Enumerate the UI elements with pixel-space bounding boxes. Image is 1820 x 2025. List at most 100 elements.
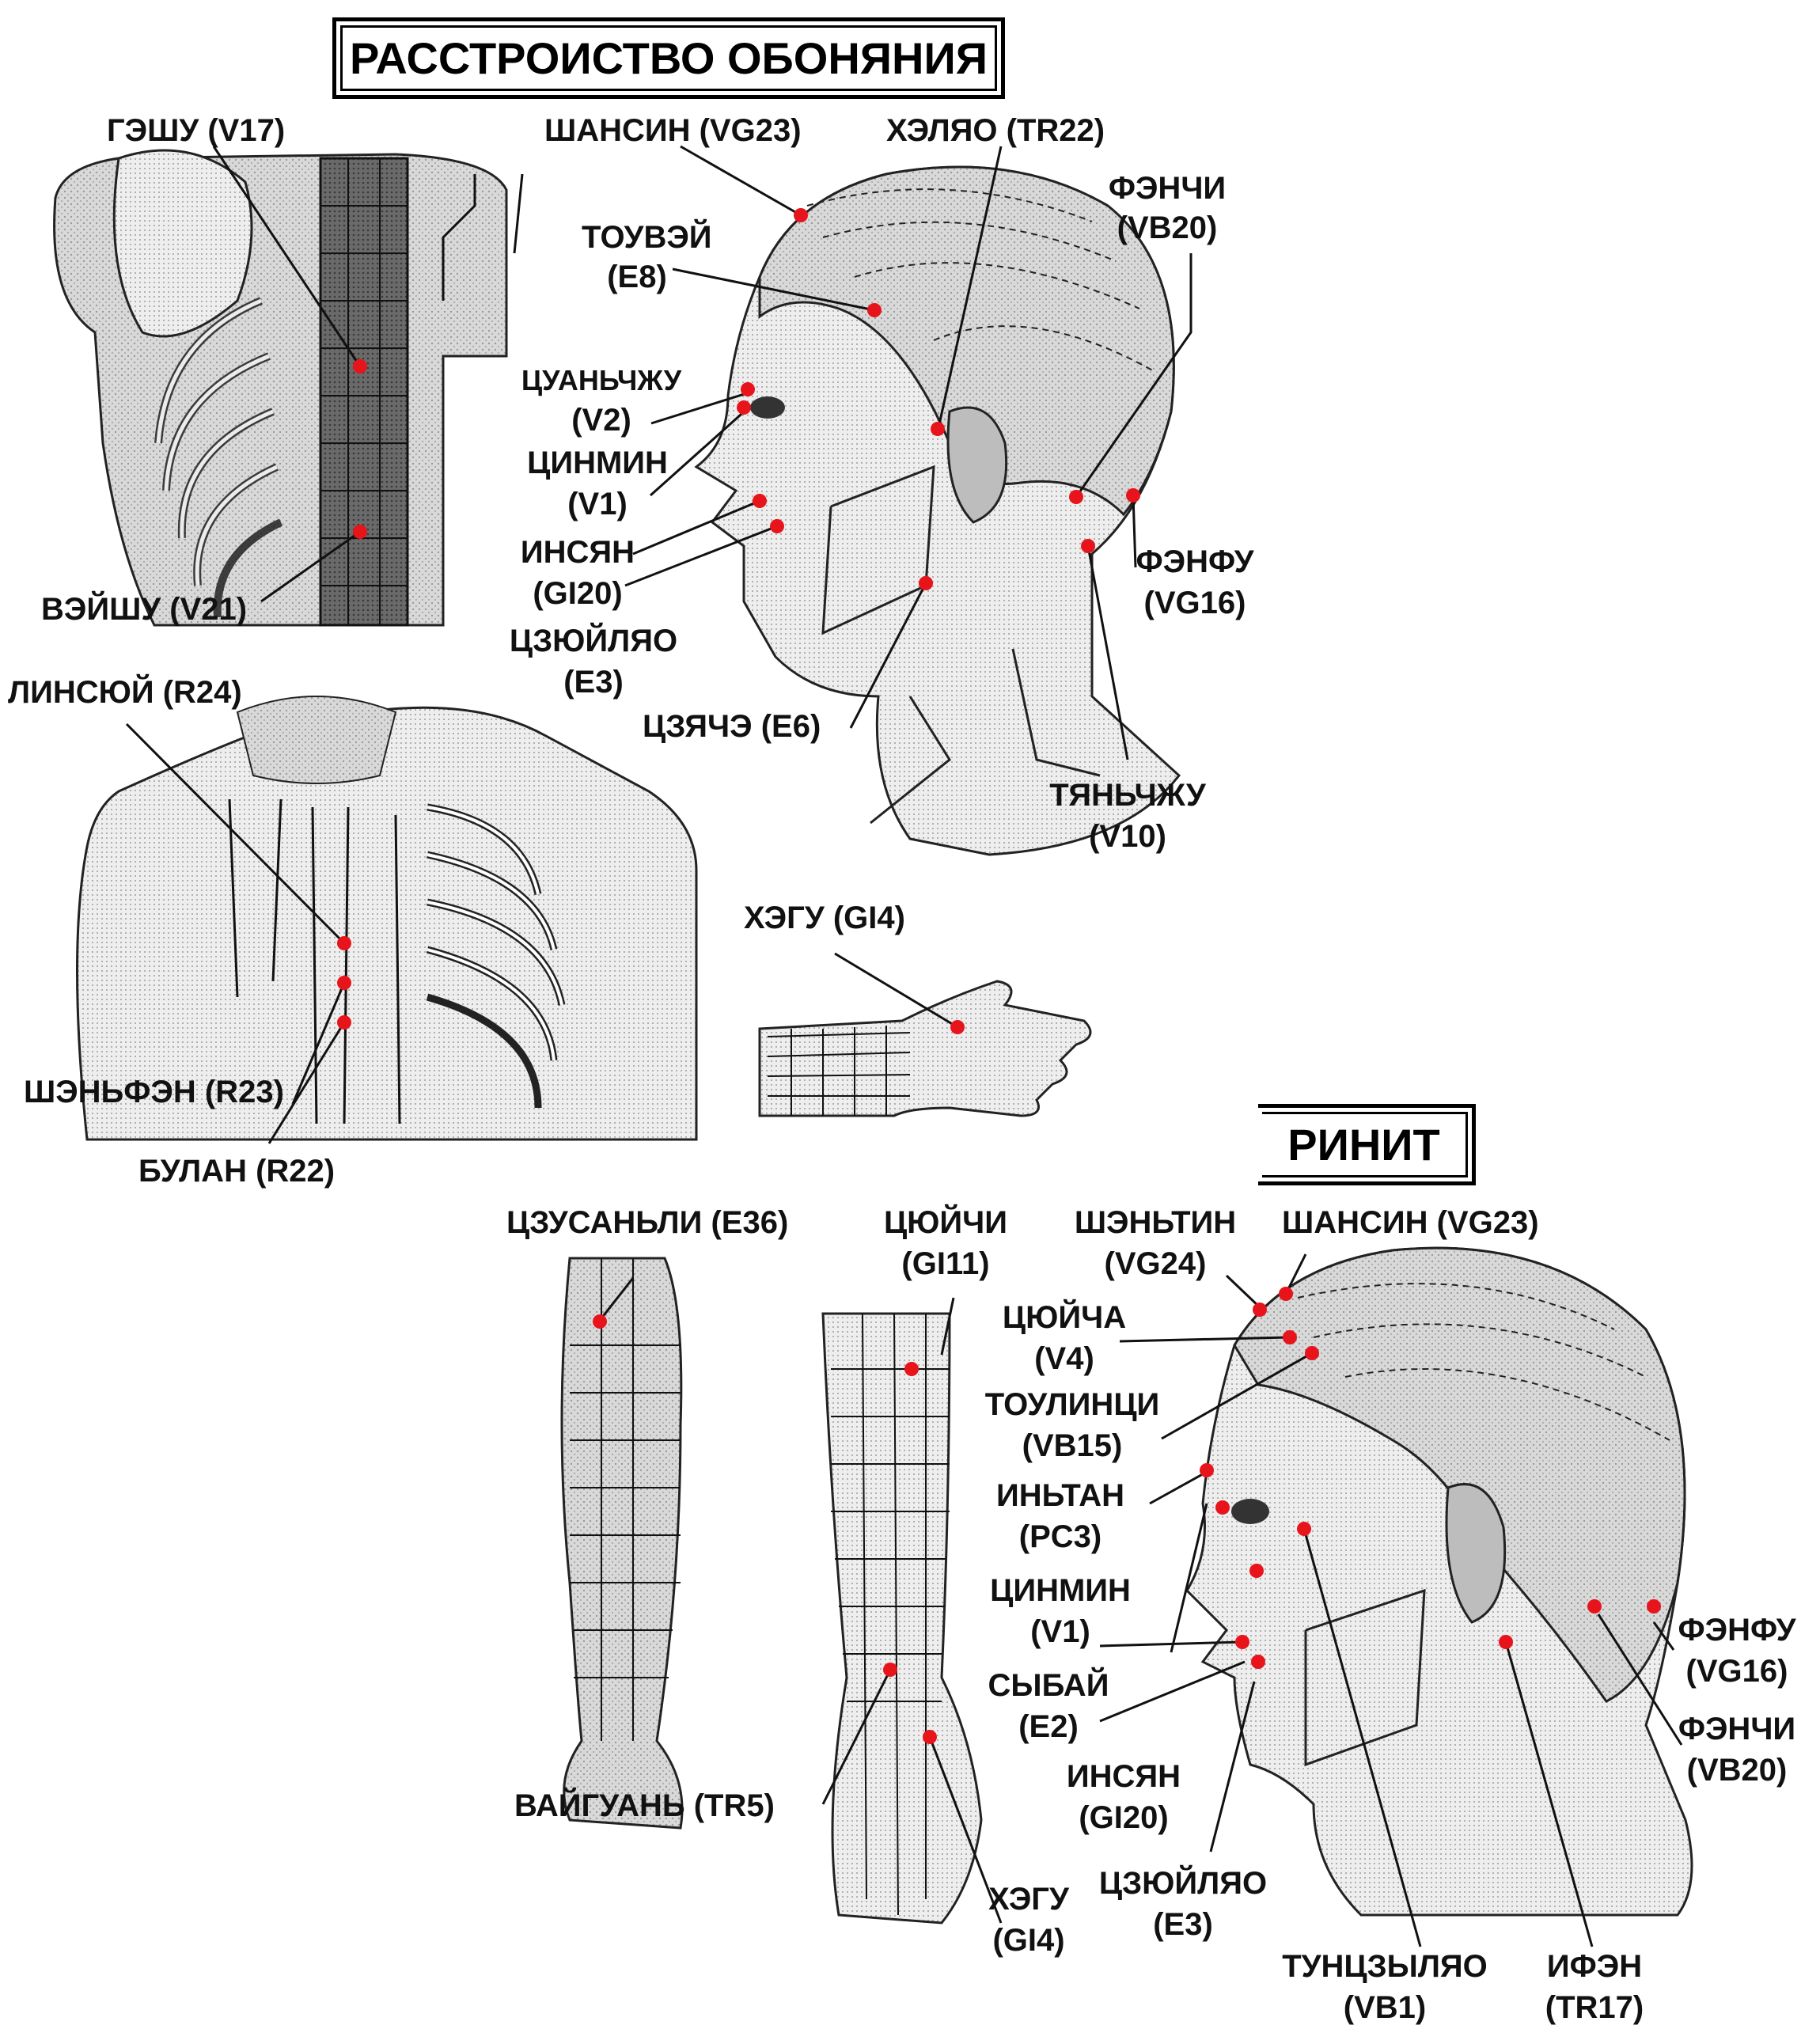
point-shentin (1253, 1303, 1267, 1317)
point-insyan-2 (1235, 1635, 1249, 1649)
back-figure (55, 150, 522, 625)
label-insyan-name: ИНСЯН (506, 537, 649, 568)
label-shenfen: ШЭНЬФЭН (R23) (24, 1076, 284, 1108)
label-hegu-2-code: (GI4) (981, 1925, 1076, 1956)
label-tsyuicha-name: ЦЮЙЧА (993, 1302, 1136, 1333)
head-figure-top (696, 167, 1179, 855)
label-tsuanchzhu: ЦУАНЬЧЖУ (V2) (514, 366, 688, 436)
point-tszusanli (593, 1314, 607, 1329)
title-smell-disorder-text: РАССТРОИСТВО ОБОНЯНИЯ (340, 25, 997, 91)
point-veishu (353, 525, 367, 539)
label-vaiguan: ВАЙГУАНЬ (TR5) (514, 1790, 775, 1822)
point-hegu (950, 1020, 965, 1034)
title-rhinitis-text: РИНИТ (1262, 1112, 1468, 1177)
title-rhinitis: РИНИТ (1258, 1104, 1476, 1185)
point-fenfu-2 (1647, 1599, 1661, 1614)
label-ifen: ИФЭН (TR17) (1527, 1951, 1662, 2023)
label-fenfu-name: ФЭНФУ (1128, 546, 1262, 578)
point-tsinmin-2 (1215, 1500, 1230, 1515)
point-shansin-2 (1279, 1287, 1293, 1301)
label-insyan-2: ИНСЯН (GI20) (1052, 1761, 1195, 1833)
label-tuntszylyao-name: ТУНЦЗЫЛЯО (1278, 1951, 1492, 1982)
label-fenchi-2-code: (VB20) (1666, 1754, 1808, 1786)
label-fenchi-name: ФЭНЧИ (1104, 173, 1230, 204)
label-fenchi-2: ФЭНЧИ (VB20) (1666, 1713, 1808, 1786)
point-ifen (1499, 1635, 1513, 1649)
leg-figure (562, 1258, 682, 1828)
point-tszyuilyao (770, 519, 784, 533)
label-tsinmin: ЦИНМИН (V1) (518, 447, 677, 520)
label-geshu: ГЭШУ (V17) (107, 115, 285, 146)
label-tsuanchzhu-code: (V2) (514, 404, 688, 436)
label-tsinmin-2-code: (V1) (981, 1616, 1139, 1648)
point-tsuanchzhu (741, 382, 755, 396)
label-tszyuilyao-2-code: (E3) (1092, 1909, 1274, 1940)
label-tszyuilyao-name: ЦЗЮЙЛЯО (506, 625, 681, 657)
label-hegu-2-name: ХЭГУ (981, 1883, 1076, 1915)
label-tsinmin-name: ЦИНМИН (518, 447, 677, 479)
point-geshu (353, 359, 367, 374)
label-fenchi-2-name: ФЭНЧИ (1666, 1713, 1808, 1745)
label-touvei-code: (E8) (582, 261, 692, 293)
label-shentin-name: ШЭНЬТИН (1056, 1207, 1254, 1238)
label-tuntszylyao-code: (VB1) (1278, 1992, 1492, 2023)
label-insyan-2-name: ИНСЯН (1052, 1761, 1195, 1792)
point-helyao (931, 422, 945, 436)
label-helyao: ХЭЛЯО (TR22) (886, 115, 1105, 146)
label-intan-name: ИНЬТАН (981, 1480, 1139, 1511)
label-tszyuilyao: ЦЗЮЙЛЯО (E3) (506, 625, 681, 698)
label-intan-code: (PC3) (981, 1521, 1139, 1553)
label-sybai-name: СЫБАЙ (985, 1670, 1112, 1701)
label-tsyuichi-code: (GI11) (882, 1248, 1009, 1280)
point-tsinmin (737, 400, 751, 415)
label-linsyui: ЛИНСЮЙ (R24) (8, 677, 242, 708)
point-fenchi-2 (1587, 1599, 1602, 1614)
label-insyan-code: (GI20) (506, 578, 649, 609)
label-tyanchzhu-name: ТЯНЬЧЖУ (1041, 779, 1215, 811)
label-hegu-2: ХЭГУ (GI4) (981, 1883, 1076, 1956)
label-touvei-name: ТОУВЭЙ (582, 222, 692, 253)
point-shansin (794, 208, 808, 222)
label-fenfu-code: (VG16) (1128, 587, 1262, 619)
point-tsyuicha (1283, 1330, 1297, 1344)
label-tsinmin-2: ЦИНМИН (V1) (981, 1575, 1139, 1648)
label-bulan: БУЛАН (R22) (138, 1155, 335, 1187)
label-fenfu-2-name: ФЭНФУ (1666, 1614, 1808, 1646)
point-linsyui (337, 936, 351, 950)
point-tsyuichi (904, 1362, 919, 1376)
label-insyan: ИНСЯН (GI20) (506, 537, 649, 609)
label-ifen-name: ИФЭН (1527, 1951, 1662, 1982)
label-fenfu-2: ФЭНФУ (VG16) (1666, 1614, 1808, 1687)
point-fenchi (1126, 488, 1140, 502)
label-tuntszylyao: ТУНЦЗЫЛЯО (VB1) (1278, 1951, 1492, 2023)
forearm-figure (823, 1314, 981, 1923)
point-vaiguan (883, 1663, 897, 1677)
label-shansin-2: ШАНСИН (VG23) (1282, 1207, 1539, 1238)
label-shansin: ШАНСИН (VG23) (544, 115, 802, 146)
point-sybai (1249, 1564, 1264, 1578)
label-hegu: ХЭГУ (GI4) (744, 902, 905, 934)
label-tsyuichi: ЦЮЙЧИ (GI11) (882, 1207, 1009, 1280)
hand-figure (760, 981, 1090, 1116)
label-tszyuilyao-code: (E3) (506, 666, 681, 698)
label-tsyuichi-name: ЦЮЙЧИ (882, 1207, 1009, 1238)
title-smell-disorder: РАССТРОИСТВО ОБОНЯНИЯ (332, 17, 1005, 99)
label-tsuanchzhu-name: ЦУАНЬЧЖУ (514, 366, 688, 395)
label-fenchi: ФЭНЧИ (VB20) (1104, 173, 1230, 244)
label-tszyuilyao-2: ЦЗЮЙЛЯО (E3) (1092, 1868, 1274, 1940)
point-toulintsi (1305, 1346, 1319, 1360)
label-toulintsi-name: ТОУЛИНЦИ (981, 1389, 1163, 1420)
label-insyan-2-code: (GI20) (1052, 1802, 1195, 1833)
point-insyan (753, 494, 767, 508)
label-fenfu-2-code: (VG16) (1666, 1655, 1808, 1687)
label-veishu: ВЭЙШУ (V21) (41, 593, 247, 625)
point-tyanchzhu (1081, 539, 1095, 553)
label-shentin-code: (VG24) (1056, 1248, 1254, 1280)
point-touvei (867, 303, 882, 317)
label-ifen-code: (TR17) (1527, 1992, 1662, 2023)
label-fenfu: ФЭНФУ (VG16) (1128, 546, 1262, 619)
label-tsinmin-2-name: ЦИНМИН (981, 1575, 1139, 1606)
label-sybai-code: (E2) (985, 1711, 1112, 1742)
label-sybai: СЫБАЙ (E2) (985, 1670, 1112, 1742)
point-tuntszylyao (1297, 1522, 1311, 1536)
